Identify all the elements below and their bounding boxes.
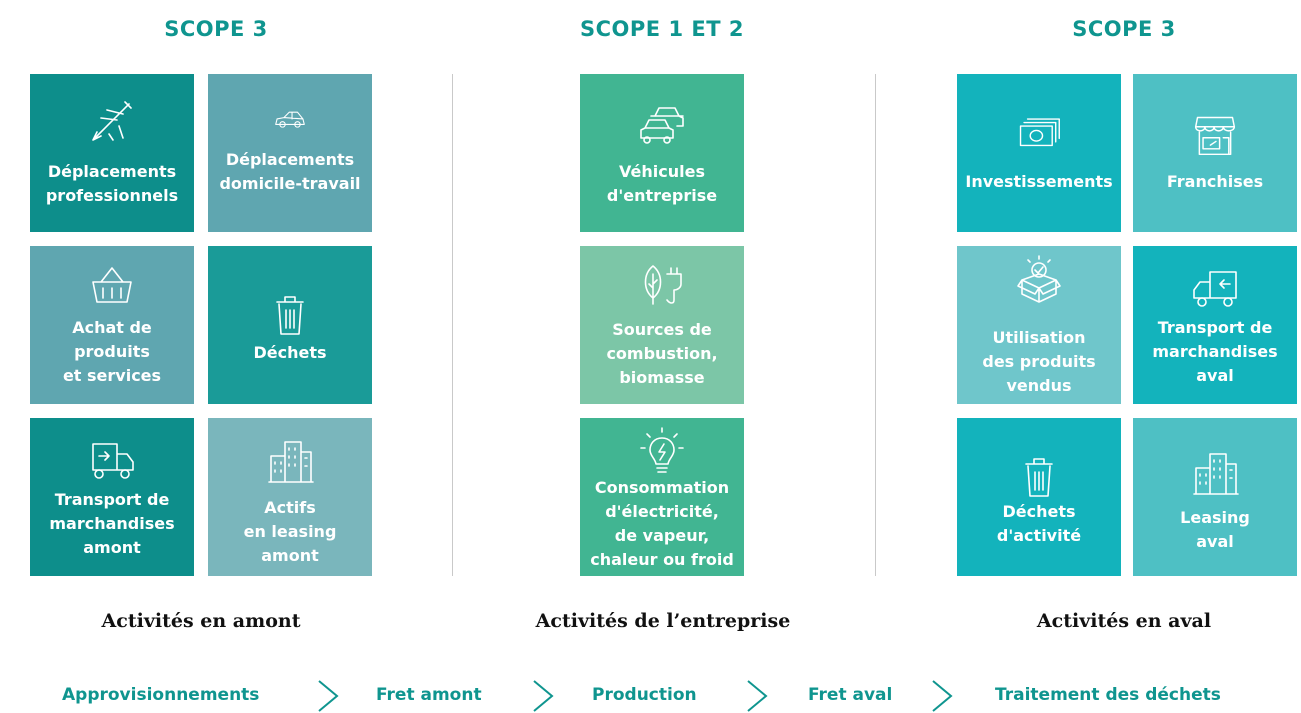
truck-icon <box>1133 264 1297 314</box>
box-check-icon <box>957 254 1121 304</box>
tile-actifs-leasing-amont: Actifs en leasing amont <box>208 418 372 576</box>
section-title-company: Activités de l’entreprise <box>535 610 791 632</box>
lightbulb-icon <box>580 426 744 476</box>
tile-label: Franchises <box>1166 172 1264 191</box>
flow-step-approvisionnements: Approvisionnements <box>62 685 260 705</box>
divider-right <box>875 74 876 576</box>
flow-step-fret-aval: Fret aval <box>808 685 893 705</box>
tile-label: Sources de combustion, biomasse <box>606 320 718 387</box>
tile-dechets: Déchets <box>208 246 372 404</box>
tile-leasing-aval: Leasing aval <box>1133 418 1297 576</box>
tile-label: Utilisation des produits vendus <box>982 328 1096 395</box>
trash-icon <box>208 290 372 340</box>
chevron-right-icon <box>932 680 953 712</box>
tile-vehicules-entreprise: Véhicules d'entreprise <box>580 74 744 232</box>
tile-label: Actifs en leasing amont <box>243 498 337 565</box>
cars-icon <box>580 100 744 150</box>
tile-label: Investissements <box>965 172 1113 191</box>
tile-label: Déchets d'activité <box>996 502 1082 545</box>
tile-transport-aval: Transport de marchandises aval <box>1133 246 1297 404</box>
flow-step-traitement-dechets: Traitement des déchets <box>995 685 1221 705</box>
chevron-right-icon <box>318 680 339 712</box>
tile-investissements: Investissements <box>957 74 1121 232</box>
tile-label: Achat de produits et services <box>62 318 162 385</box>
chevron-right-icon <box>747 680 768 712</box>
tile-deplacements-domicile-travail: Déplacements domicile-travail <box>208 74 372 232</box>
tile-label: Déplacements domicile-travail <box>219 150 361 193</box>
chevron-right-icon <box>533 680 554 712</box>
shop-icon <box>1133 112 1297 162</box>
buildings-icon <box>208 436 372 486</box>
scope-title-downstream: SCOPE 3 <box>1072 17 1176 41</box>
money-icon <box>957 112 1121 162</box>
section-title-downstream: Activités en aval <box>1036 610 1212 632</box>
tile-consommation-electricite: Consommation d'électricité, de vapeur, c… <box>580 418 744 576</box>
tile-label: Véhicules d'entreprise <box>606 162 718 205</box>
tile-franchises: Franchises <box>1133 74 1297 232</box>
airplane-icon <box>30 96 194 146</box>
tile-achat-produits: Achat de produits et services <box>30 246 194 404</box>
flow-step-fret-amont: Fret amont <box>376 685 482 705</box>
leaf-plug-icon <box>580 260 744 310</box>
tile-label: Transport de marchandises amont <box>49 490 175 557</box>
tile-label: Déplacements professionnels <box>45 162 179 205</box>
tile-label: Leasing aval <box>1180 508 1250 551</box>
tile-sources-combustion: Sources de combustion, biomasse <box>580 246 744 404</box>
car-icon <box>208 104 372 154</box>
truck-icon <box>30 436 194 486</box>
tile-utilisation-produits: Utilisation des produits vendus <box>957 246 1121 404</box>
tile-dechets-activite: Déchets d'activité <box>957 418 1121 576</box>
basket-icon <box>30 260 194 310</box>
tile-transport-amont: Transport de marchandises amont <box>30 418 194 576</box>
trash-icon <box>957 452 1121 502</box>
tile-label: Consommation d'électricité, de vapeur, c… <box>590 478 734 569</box>
scope-title-upstream: SCOPE 3 <box>164 17 268 41</box>
divider-left <box>452 74 453 576</box>
section-title-upstream: Activités en amont <box>101 610 301 632</box>
tile-deplacements-professionnels: Déplacements professionnels <box>30 74 194 232</box>
flow-step-production: Production <box>592 685 697 705</box>
tile-label: Transport de marchandises aval <box>1152 318 1278 385</box>
tile-label: Déchets <box>253 343 327 362</box>
scope-title-company: SCOPE 1 ET 2 <box>580 17 744 41</box>
buildings-icon <box>1133 448 1297 498</box>
